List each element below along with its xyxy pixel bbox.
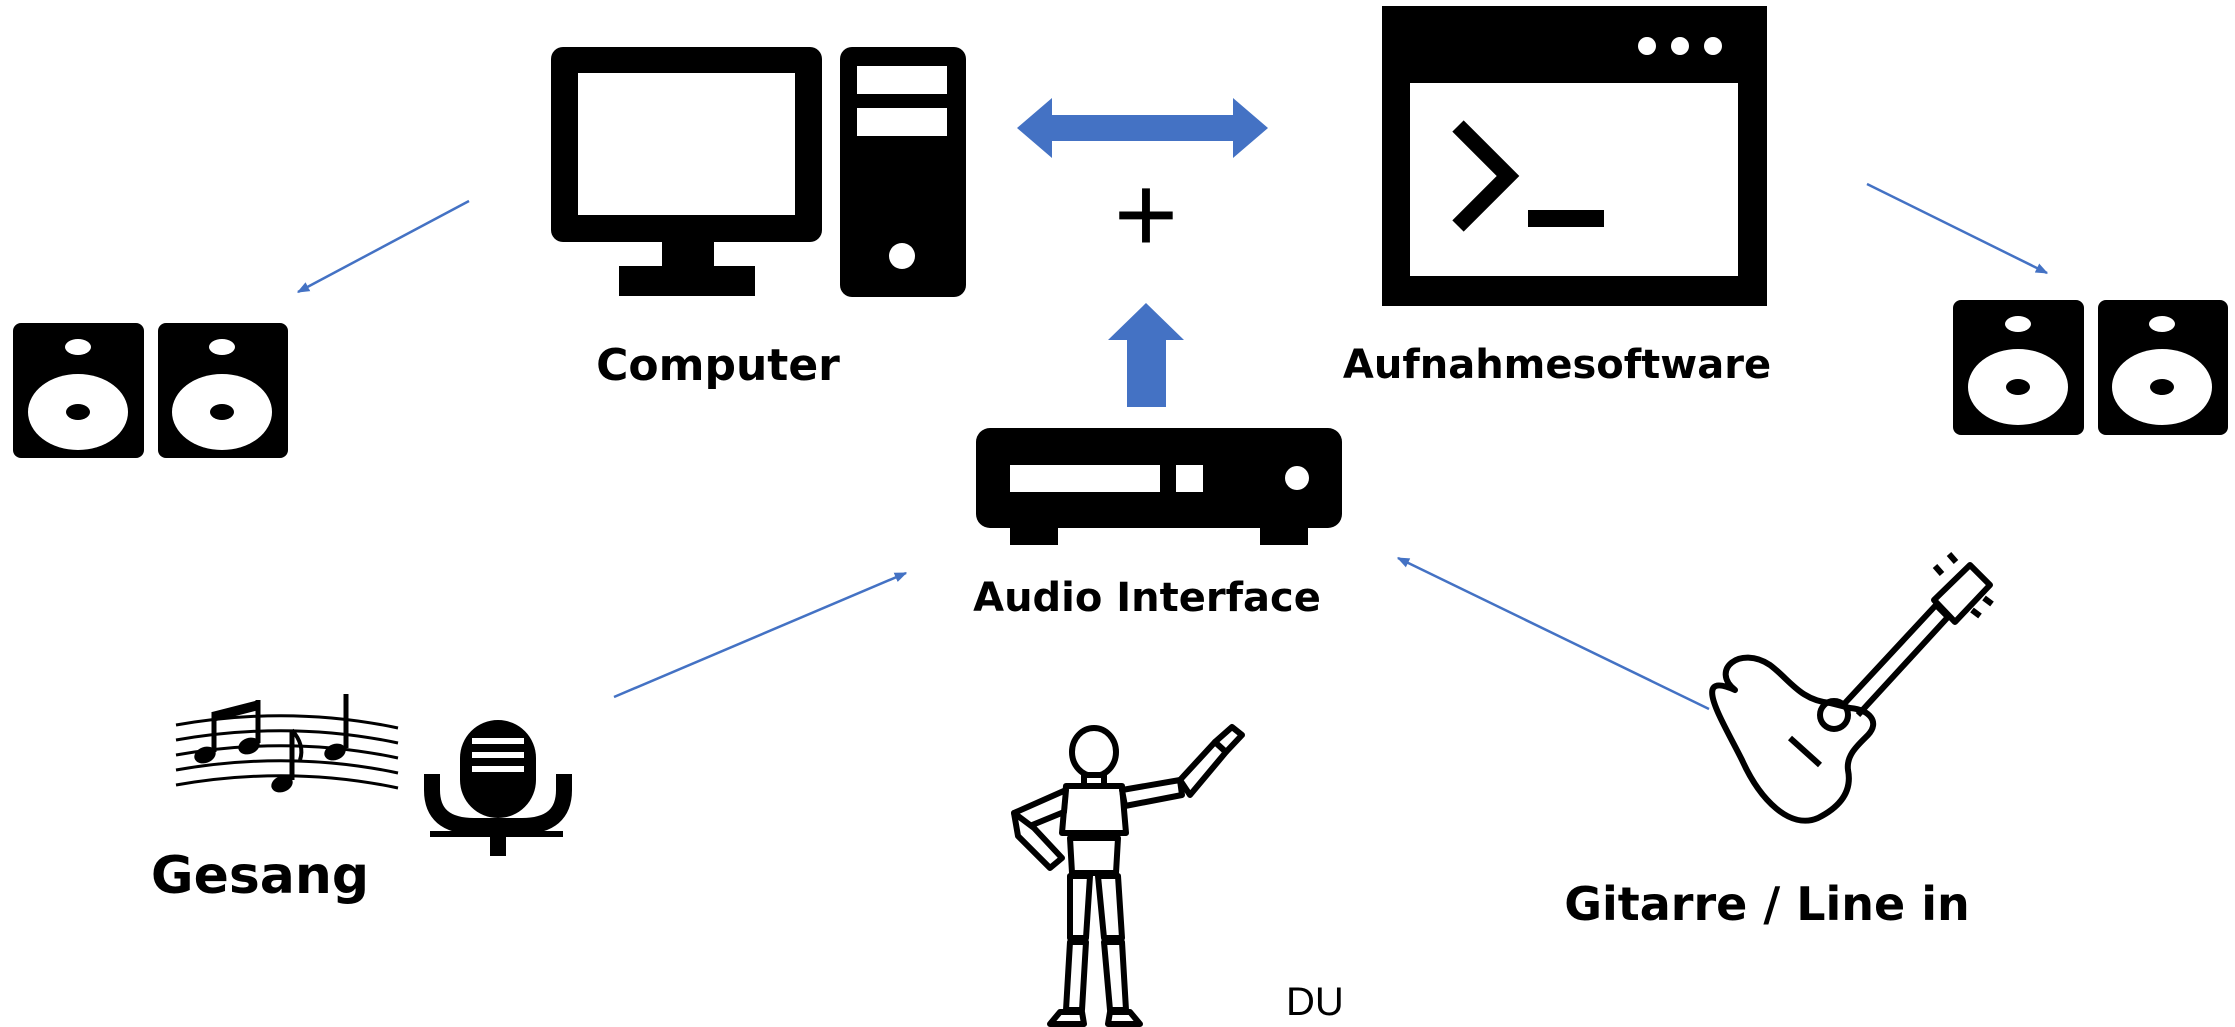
computer-monitor-icon	[551, 47, 822, 296]
music-notes-icon	[175, 694, 399, 793]
computer-tower-icon	[840, 47, 966, 297]
arrow-computer-to-left-speakers	[296, 199, 470, 294]
plus-sign: +	[1114, 153, 1178, 276]
speakers-right-icon	[1953, 300, 2228, 435]
gitarre-label: Gitarre / Line in	[1564, 877, 1970, 931]
software-label: Aufnahmesoftware	[1342, 342, 1772, 388]
audio-interface-icon	[976, 428, 1342, 545]
guitar-icon	[1709, 552, 1994, 824]
microphone-icon	[424, 720, 572, 856]
gesang-label: Gesang	[150, 846, 370, 906]
mannequin-icon	[1011, 724, 1245, 1027]
bidirectional-arrow	[1017, 98, 1268, 158]
arrow-software-to-right-speakers	[1866, 182, 2049, 275]
arrow-guitar-to-interface	[1396, 556, 1710, 711]
speakers-left-icon	[13, 323, 288, 458]
terminal-window-icon	[1382, 6, 1767, 306]
audio-interface-label: Audio Interface	[973, 575, 1321, 621]
computer-label: Computer	[596, 340, 840, 391]
arrow-gesang-to-interface	[613, 571, 908, 699]
up-arrow	[1108, 303, 1184, 407]
du-label: DU	[1286, 980, 1344, 1024]
